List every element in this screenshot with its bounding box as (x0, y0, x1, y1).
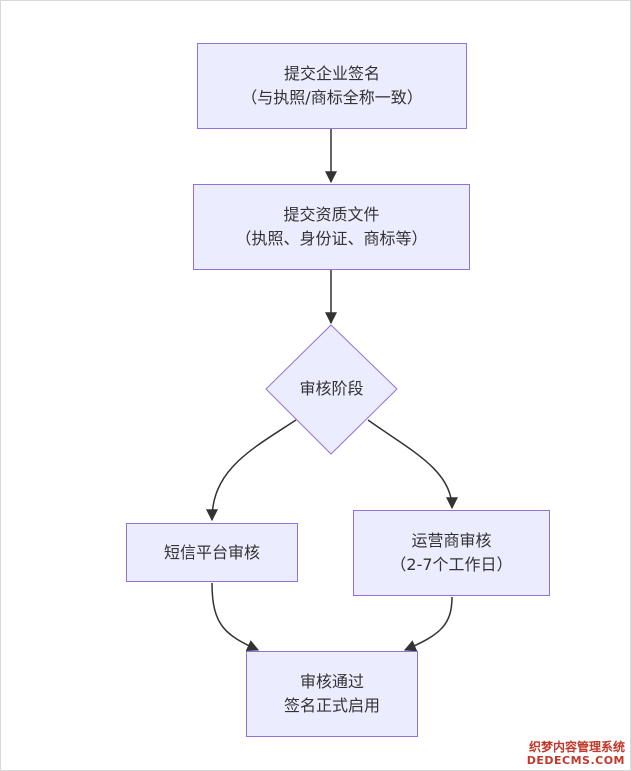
review-stage-diamond (265, 324, 398, 455)
submit-signature-title: 提交企业签名 (283, 64, 380, 83)
watermark: 织梦内容管理系统 DEDECMS.COM (526, 740, 625, 768)
edge-platform-to-approved (211, 582, 260, 651)
submit-signature-note: （与执照/商标全称一致） (241, 88, 423, 107)
platform-review-node: 短信平台审核 (126, 523, 298, 582)
approved-note: 签名正式启用 (283, 696, 380, 715)
carrier-review-note: （2-7个工作日） (390, 555, 513, 574)
watermark-en: DEDECMS.COM (526, 754, 625, 767)
submit-signature-node: 提交企业签名 （与执照/商标全称一致） (197, 43, 467, 129)
approved-title: 审核通过 (299, 672, 364, 691)
carrier-review-node: 运营商审核 （2-7个工作日） (353, 510, 550, 596)
watermark-cn: 织梦内容管理系统 (528, 740, 625, 754)
carrier-review-title: 运营商审核 (411, 531, 492, 550)
platform-review-title: 短信平台审核 (163, 542, 260, 562)
review-stage-label: 审核阶段 (299, 379, 364, 398)
submit-documents-title: 提交资质文件 (283, 205, 380, 224)
edge-review-to-platform (206, 419, 297, 522)
approved-node: 审核通过 签名正式启用 (246, 651, 418, 737)
submit-documents-node: 提交资质文件 （执照、身份证、商标等） (193, 184, 470, 270)
edge-review-to-carrier (367, 419, 458, 510)
edge-carrier-to-approved (403, 596, 453, 652)
submit-documents-note: （执照、身份证、商标等） (235, 229, 428, 248)
